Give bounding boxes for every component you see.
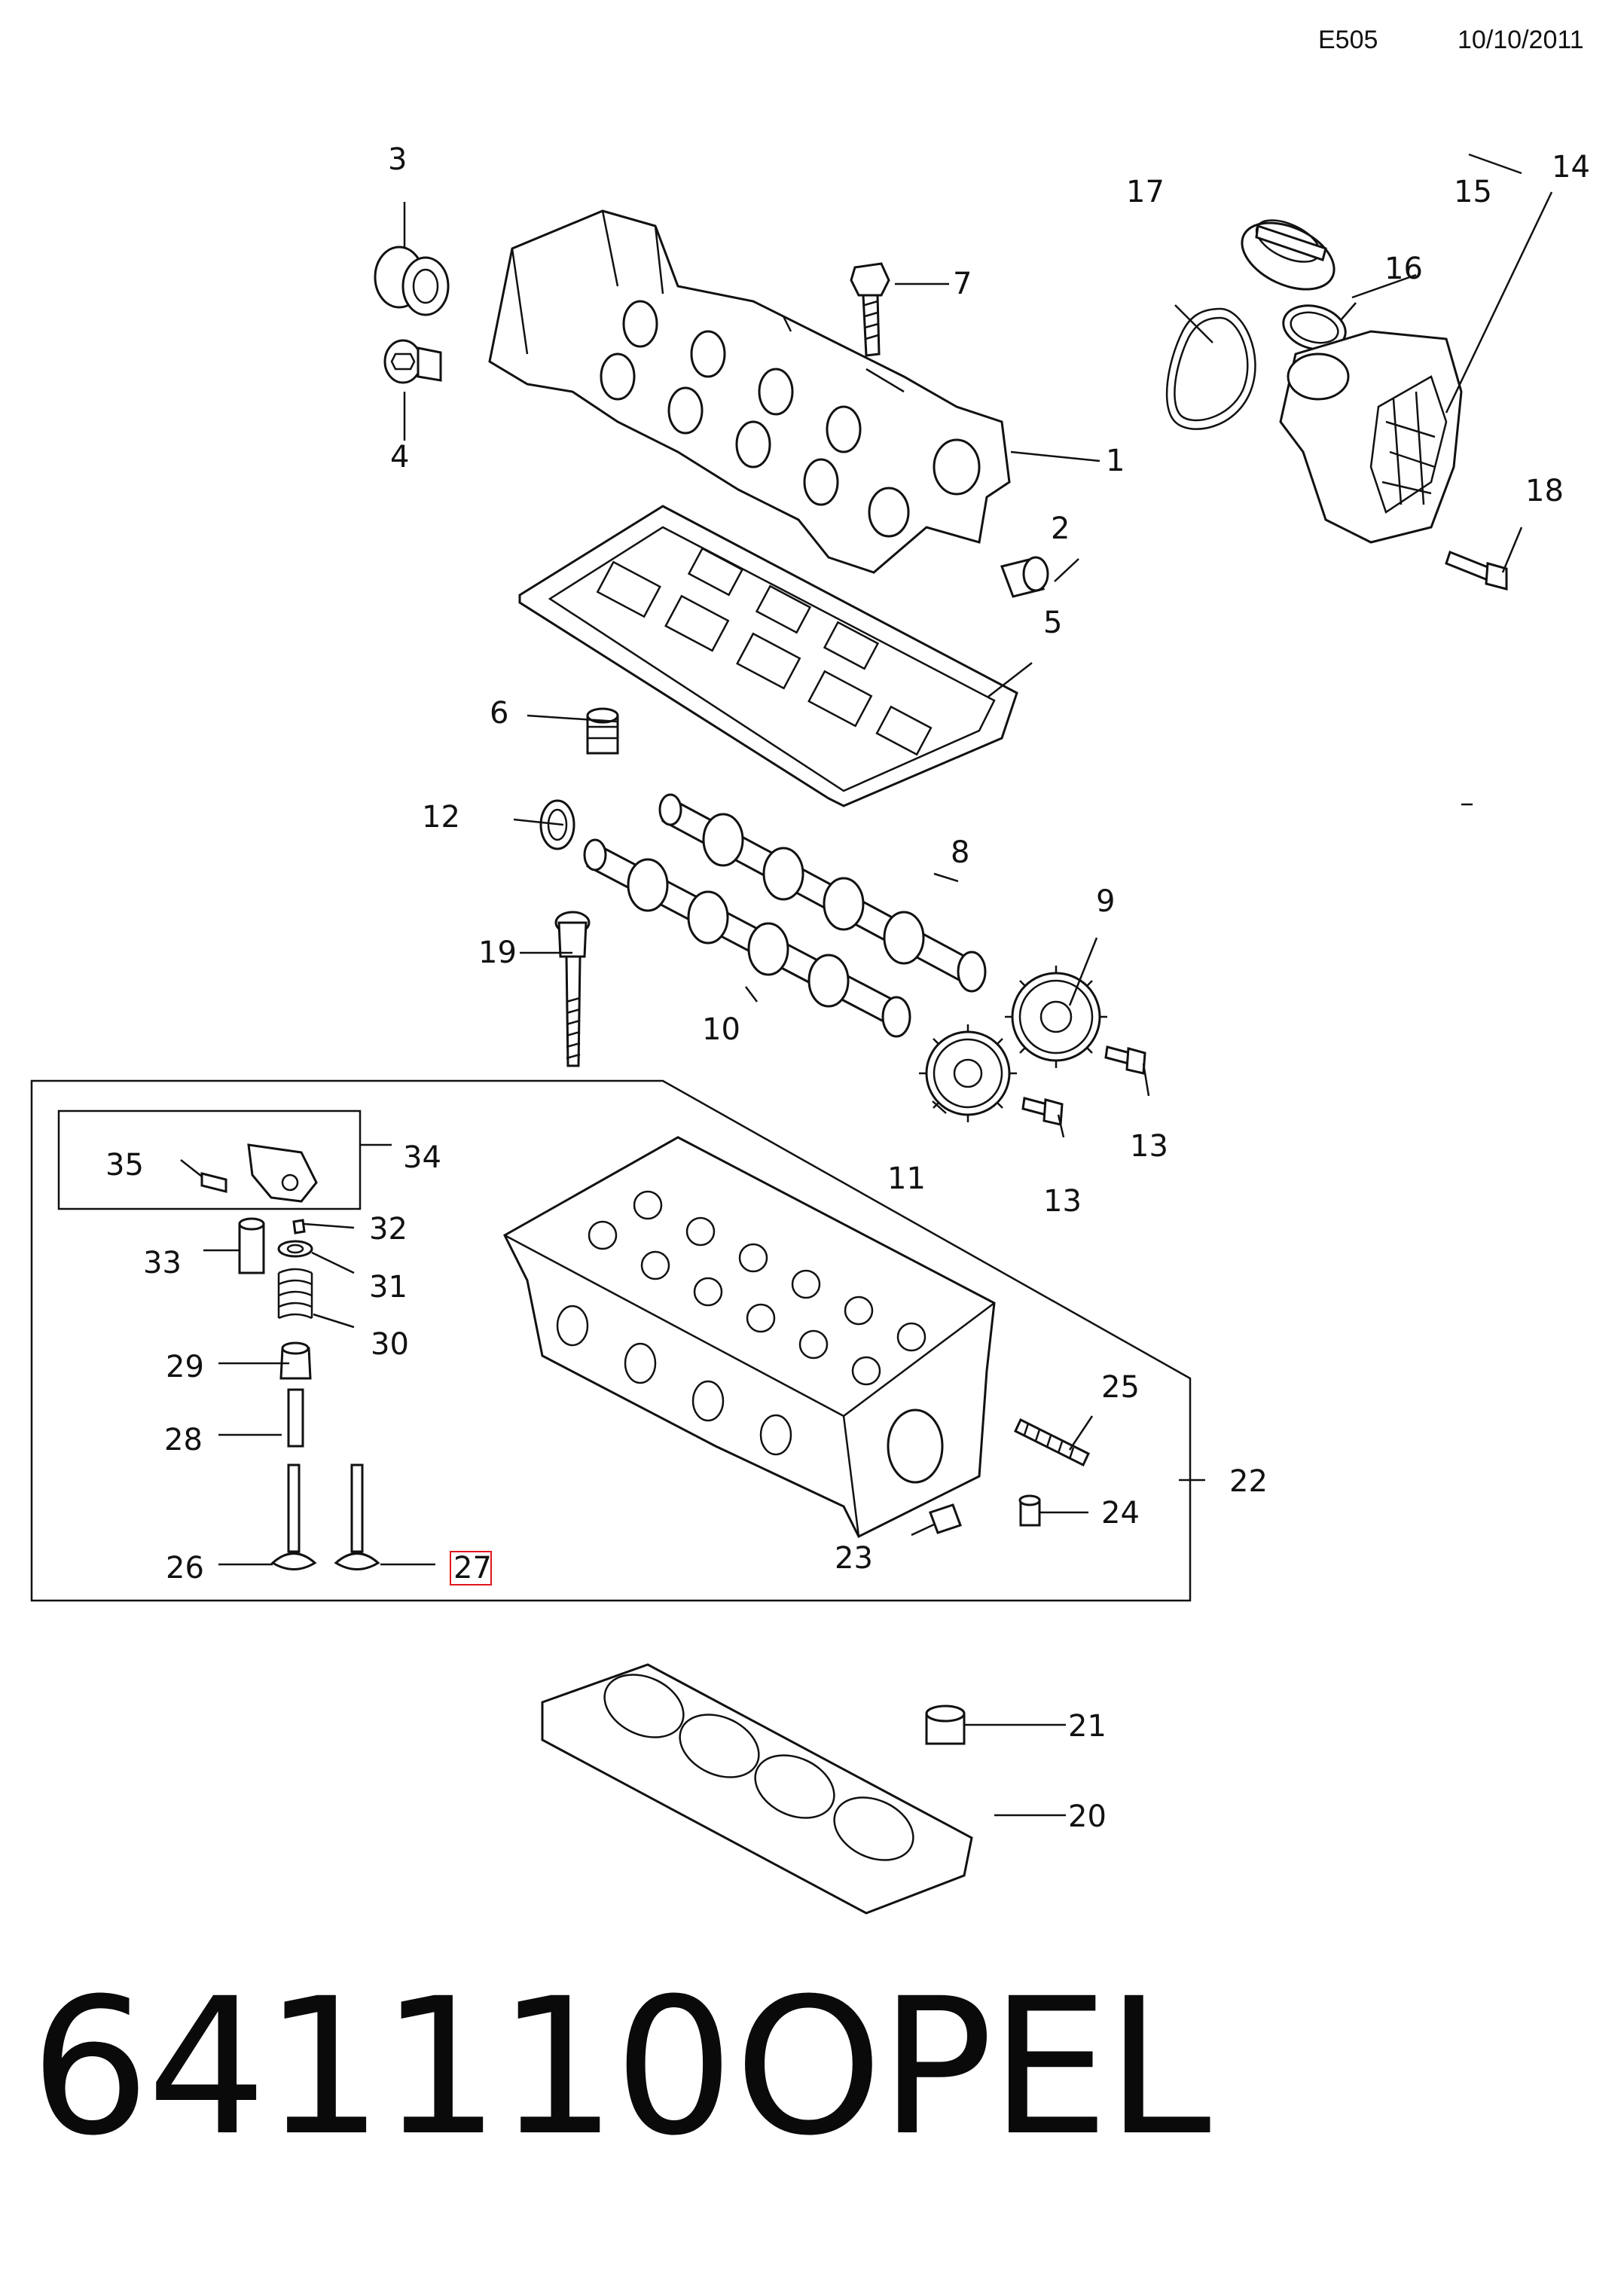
callout-1: 1 bbox=[1106, 444, 1125, 478]
callout-11: 11 bbox=[887, 1161, 926, 1196]
threaded-plug[interactable] bbox=[929, 1503, 962, 1534]
callout-3: 3 bbox=[388, 142, 407, 177]
callout-29: 29 bbox=[166, 1350, 204, 1384]
brand-name: OPEL bbox=[734, 1958, 1211, 2177]
callout-13-b: 13 bbox=[1043, 1184, 1082, 1219]
callout-33: 33 bbox=[143, 1246, 182, 1280]
intake-camshaft[interactable] bbox=[583, 838, 911, 1038]
callout-13-a: 13 bbox=[1130, 1129, 1168, 1164]
dowel-bush[interactable] bbox=[586, 707, 619, 755]
kit-box-outline bbox=[30, 1079, 1192, 1602]
bolt[interactable] bbox=[850, 262, 890, 357]
callout-2: 2 bbox=[1051, 511, 1070, 546]
oil-separator-housing[interactable] bbox=[1279, 330, 1463, 544]
callout-27-highlight bbox=[450, 1551, 492, 1585]
exploded-parts-diagram: 3 4 7 1 2 5 6 12 8 9 19 10 13 11 13 17 1… bbox=[30, 142, 1590, 1915]
callout-21: 21 bbox=[1068, 1709, 1107, 1744]
intake-valve[interactable] bbox=[270, 1463, 317, 1570]
camshaft-gear-lower[interactable] bbox=[919, 1024, 1017, 1122]
callout-16: 16 bbox=[1384, 252, 1423, 286]
rocker-arm[interactable] bbox=[247, 1143, 318, 1203]
kit-box-34-outline bbox=[57, 1109, 362, 1210]
rocker-arm-clip[interactable] bbox=[200, 1172, 227, 1193]
camshaft-housing[interactable] bbox=[488, 209, 1011, 574]
gear-bolt-upper[interactable] bbox=[1104, 1045, 1146, 1075]
head-dowel-sleeve[interactable] bbox=[925, 1705, 966, 1745]
gear-bolt-lower[interactable] bbox=[1021, 1097, 1064, 1126]
centering-sleeve[interactable] bbox=[1018, 1494, 1041, 1527]
diagram-code: E505 bbox=[1318, 26, 1378, 54]
callout-26: 26 bbox=[166, 1551, 204, 1585]
callout-4: 4 bbox=[390, 440, 409, 475]
hydraulic-lifter[interactable] bbox=[238, 1217, 265, 1274]
callout-15: 15 bbox=[1454, 175, 1492, 209]
callout-23: 23 bbox=[835, 1541, 873, 1576]
callout-10: 10 bbox=[702, 1012, 740, 1047]
callout-32: 32 bbox=[369, 1212, 408, 1247]
callout-35: 35 bbox=[105, 1148, 144, 1183]
callout-7: 7 bbox=[953, 267, 972, 301]
dowel-sleeve[interactable] bbox=[1000, 556, 1049, 598]
exhaust-valve[interactable] bbox=[334, 1463, 380, 1570]
valve-stem-seal[interactable] bbox=[279, 1341, 312, 1380]
valve-spring[interactable] bbox=[277, 1268, 313, 1320]
cylinder-head-bolt[interactable] bbox=[554, 911, 591, 1067]
callout-5: 5 bbox=[1043, 606, 1062, 640]
valve-cotter[interactable] bbox=[292, 1219, 306, 1235]
callout-22: 22 bbox=[1229, 1464, 1268, 1499]
breather-gasket[interactable] bbox=[1165, 307, 1256, 430]
valve-guide[interactable] bbox=[287, 1388, 304, 1448]
callout-34: 34 bbox=[403, 1140, 441, 1175]
cylinder-head[interactable] bbox=[503, 1136, 996, 1539]
callout-25: 25 bbox=[1101, 1370, 1140, 1405]
exhaust-camshaft[interactable] bbox=[658, 793, 987, 993]
spring-retainer[interactable] bbox=[277, 1240, 313, 1258]
stud-bolt[interactable] bbox=[1014, 1418, 1090, 1467]
sealing-plug[interactable] bbox=[374, 246, 450, 316]
part-number: 641110 bbox=[30, 1958, 734, 2177]
callout-12: 12 bbox=[422, 800, 460, 835]
callout-19: 19 bbox=[478, 935, 517, 970]
callout-6: 6 bbox=[490, 696, 508, 731]
cylinder-head-gasket[interactable] bbox=[541, 1662, 973, 1915]
camshaft-housing-gasket[interactable] bbox=[518, 505, 1018, 807]
hex-plug[interactable] bbox=[383, 339, 442, 384]
callout-27[interactable]: 27 bbox=[453, 1551, 492, 1585]
callout-28: 28 bbox=[164, 1423, 203, 1457]
callout-14: 14 bbox=[1552, 150, 1590, 185]
leader-lines bbox=[180, 153, 1553, 1817]
filler-cap-seal[interactable] bbox=[1278, 299, 1351, 356]
callout-9: 9 bbox=[1096, 884, 1115, 919]
diagram-date: 10/10/2011 bbox=[1458, 26, 1584, 54]
callout-17: 17 bbox=[1126, 175, 1165, 209]
callout-18: 18 bbox=[1525, 474, 1564, 508]
oil-filler-cap[interactable] bbox=[1232, 209, 1345, 303]
camshaft-gear-upper[interactable] bbox=[1005, 966, 1107, 1068]
callout-30: 30 bbox=[371, 1327, 409, 1362]
separator-bolt[interactable] bbox=[1445, 551, 1508, 591]
callout-20: 20 bbox=[1068, 1799, 1107, 1834]
callout-31: 31 bbox=[369, 1270, 408, 1305]
callout-24: 24 bbox=[1101, 1496, 1140, 1531]
callout-8: 8 bbox=[951, 835, 969, 870]
